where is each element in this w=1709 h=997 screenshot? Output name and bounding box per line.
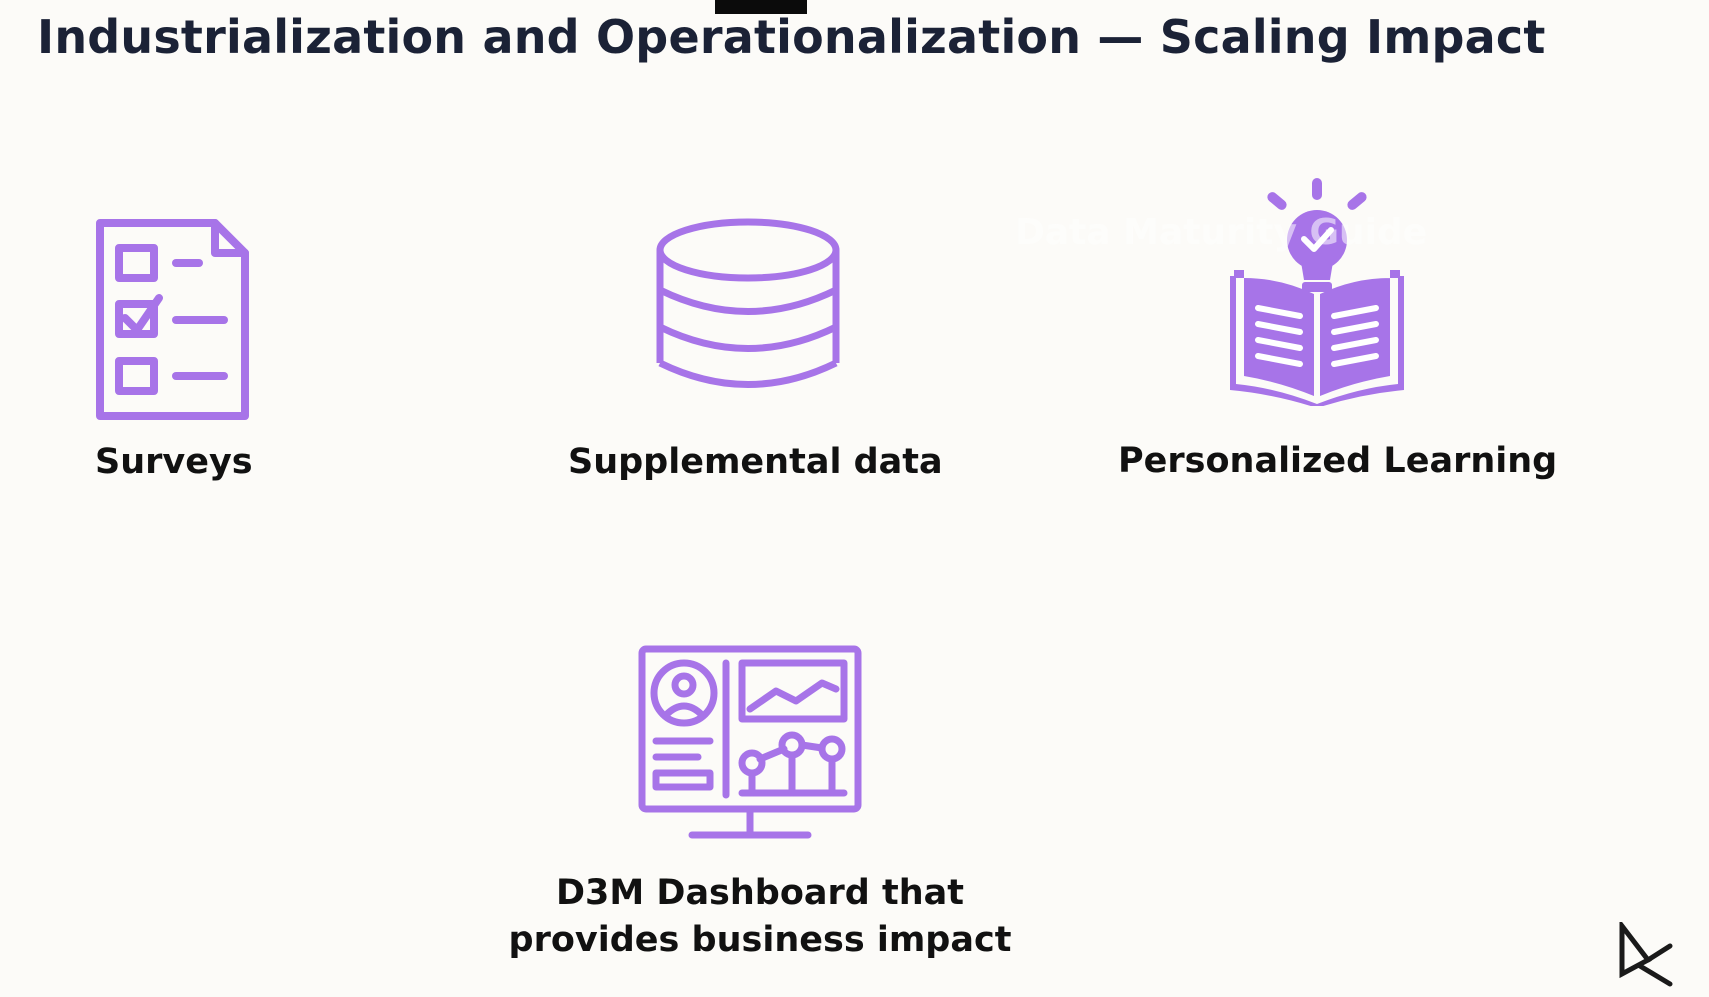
personalized-learning-label: Personalized Learning [1118, 441, 1558, 481]
survey-checklist-icon [96, 219, 249, 420]
slide-title: Industrialization and Operationalization… [37, 10, 1546, 64]
dashboard-monitor-icon [638, 645, 862, 839]
top-black-bar [715, 0, 807, 14]
d3m-dashboard-label: D3M Dashboard that provides business imp… [500, 870, 1020, 964]
d3m-dashboard-label-line2: provides business impact [508, 920, 1012, 960]
datacamp-logo-icon [1619, 922, 1673, 987]
d3m-dashboard-label-line1: D3M Dashboard that [555, 873, 965, 913]
watermark-text: Data Maturity Guide [1015, 212, 1428, 253]
lightbulb-book-icon [1230, 178, 1404, 406]
supplemental-data-label: Supplemental data [568, 442, 943, 482]
surveys-label: Surveys [95, 442, 253, 482]
database-icon [656, 218, 840, 388]
